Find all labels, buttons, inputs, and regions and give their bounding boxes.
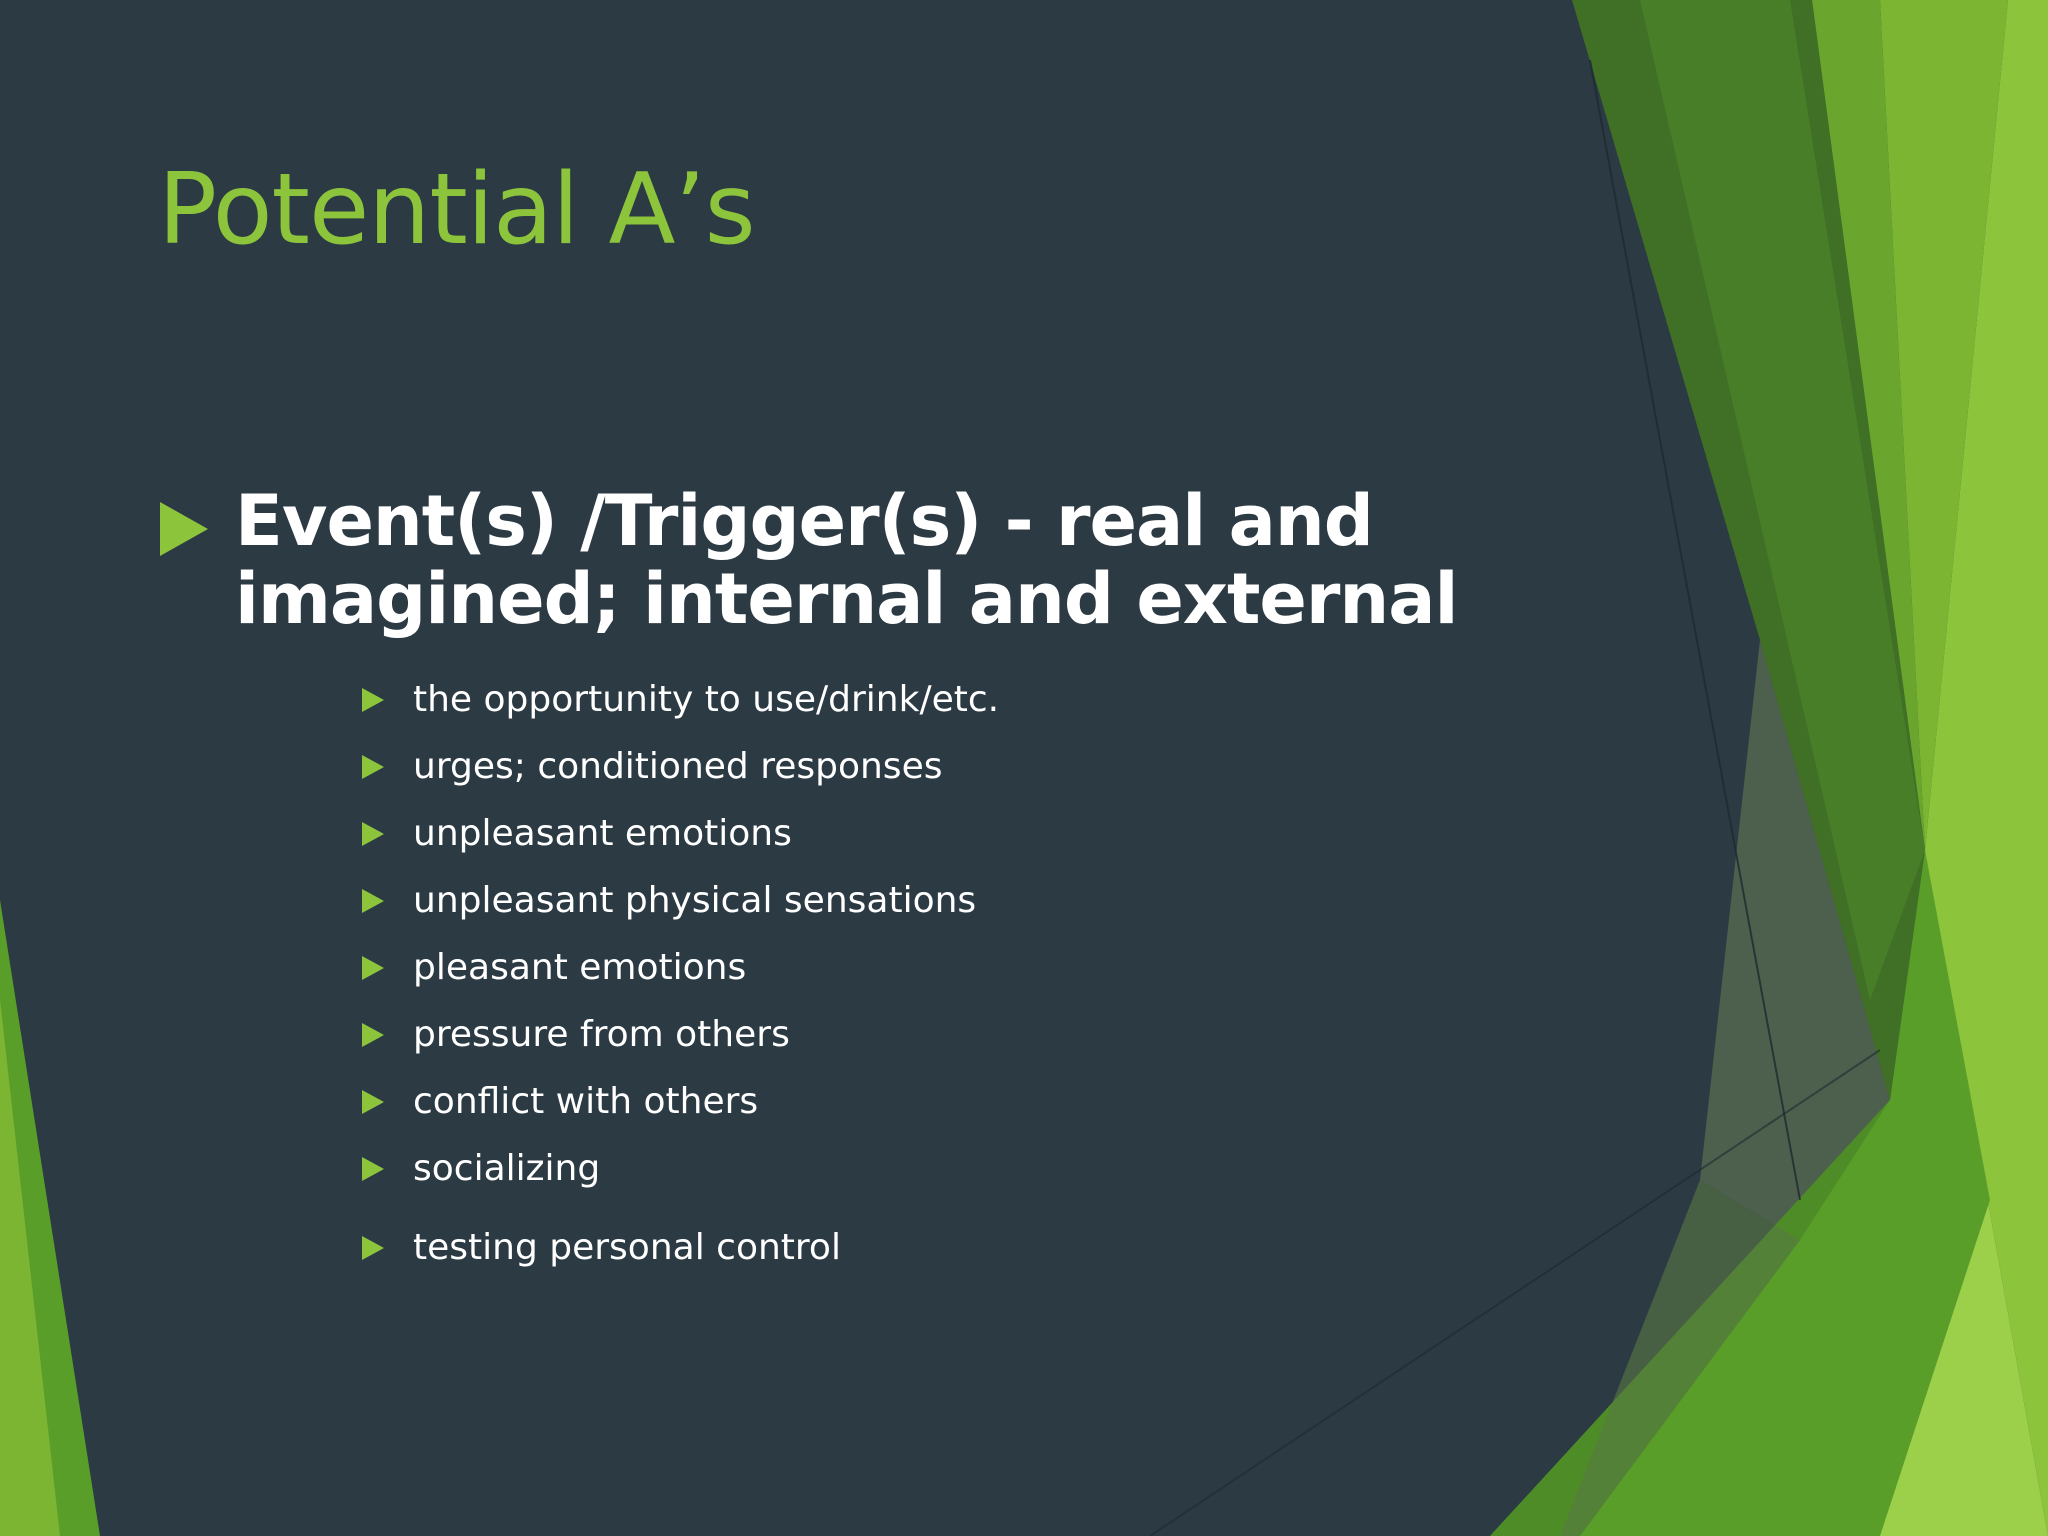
triangle-right-icon <box>362 888 384 913</box>
sub-bullet-item: pleasant emotions <box>362 934 999 1001</box>
sub-bullet-list: the opportunity to use/drink/etc. urges;… <box>362 666 999 1281</box>
facet-olive <box>1640 0 1925 1000</box>
facet-mid-green-upper <box>1812 0 1925 850</box>
triangle-right-icon <box>362 1156 384 1181</box>
facet-light-right <box>1925 0 2048 1536</box>
thin-line-vertical <box>1589 59 1801 1201</box>
sub-bullet-item: urges; conditioned responses <box>362 733 999 800</box>
facet-translucent-grey <box>1700 640 1890 1240</box>
sub-bullet-text: urges; conditioned responses <box>413 746 943 787</box>
sub-bullet-text: testing personal control <box>413 1227 841 1268</box>
sub-bullet-text: pressure from others <box>413 1014 790 1055</box>
sub-bullet-text: pleasant emotions <box>413 947 747 988</box>
sub-bullet-item: the opportunity to use/drink/etc. <box>362 666 999 733</box>
facet-lower-mid <box>1560 1180 1800 1536</box>
facet-bottom-green <box>1490 850 1990 1536</box>
sub-bullet-text: socializing <box>413 1148 601 1189</box>
triangle-right-icon <box>362 955 384 980</box>
thin-line-diagonal <box>1149 1049 1881 1536</box>
sub-bullet-text: unpleasant emotions <box>413 813 792 854</box>
triangle-right-icon <box>362 1022 384 1047</box>
sub-bullet-item: unpleasant emotions <box>362 800 999 867</box>
triangle-right-icon <box>362 1089 384 1114</box>
main-bullet-text: Event(s) /Trigger(s) - real and imagined… <box>235 480 1458 640</box>
triangle-right-icon <box>362 687 384 712</box>
main-bullet: Event(s) /Trigger(s) - real and imagined… <box>160 482 1490 638</box>
sub-bullet-item: conflict with others <box>362 1068 999 1135</box>
facet-bright-band <box>1880 0 2008 850</box>
sub-bullet-item: socializing <box>362 1135 999 1202</box>
triangle-right-icon <box>362 754 384 779</box>
sub-bullet-text: conflict with others <box>413 1081 759 1122</box>
slide-title: Potential A’s <box>158 153 756 267</box>
triangle-right-icon <box>362 1235 384 1260</box>
sub-bullet-text: unpleasant physical sensations <box>413 880 977 921</box>
sub-bullet-text: the opportunity to use/drink/etc. <box>413 679 1000 720</box>
sub-bullet-item: testing personal control <box>362 1214 999 1281</box>
facet-left-light <box>0 1000 60 1536</box>
triangle-right-icon <box>362 821 384 846</box>
sub-bullet-item: pressure from others <box>362 1001 999 1068</box>
sub-bullet-item: unpleasant physical sensations <box>362 867 999 934</box>
triangle-right-icon <box>160 502 208 556</box>
